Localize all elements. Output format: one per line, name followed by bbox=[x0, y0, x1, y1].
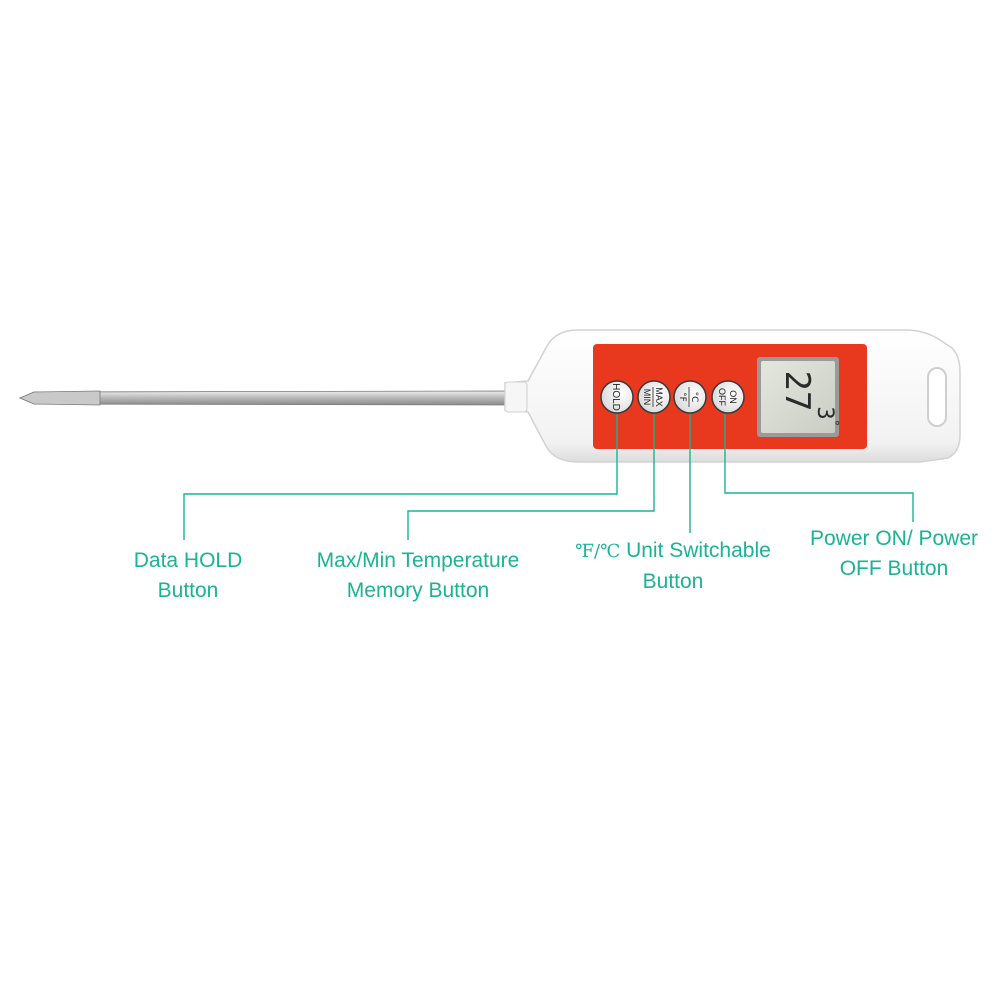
celsius-label: °C bbox=[689, 392, 699, 403]
on-label: ON bbox=[728, 390, 738, 404]
callout-maxmin-line2: Memory Button bbox=[346, 579, 490, 602]
callout-maxmin: Max/Min Temperature Memory Button bbox=[298, 546, 538, 606]
callout-power-line2: OFF Button bbox=[839, 557, 949, 580]
callout-hold: Data HOLD Button bbox=[108, 546, 268, 606]
unit-symbols-text: ℉/℃ bbox=[575, 541, 621, 562]
hang-hole bbox=[927, 367, 947, 427]
hold-button[interactable]: HOLD bbox=[600, 380, 634, 414]
max-label: MAX bbox=[654, 387, 664, 407]
lcd-display: 27 3 ° bbox=[757, 357, 841, 437]
hold-button-label: HOLD bbox=[610, 383, 621, 411]
callout-power-line1: Power ON/ Power bbox=[809, 527, 979, 550]
max-min-button[interactable]: MAX MIN bbox=[637, 380, 671, 414]
min-label: MIN bbox=[642, 389, 652, 406]
unit-switch-button[interactable]: °C °F bbox=[673, 380, 707, 414]
leader-line-hold bbox=[183, 414, 618, 540]
callout-unit-line1: ℉/℃ Unit Switchable bbox=[548, 536, 798, 567]
fahrenheit-label: °F bbox=[677, 392, 687, 402]
probe-collar bbox=[504, 381, 528, 413]
lcd-reading-main: 27 bbox=[777, 371, 817, 412]
leader-line-maxmin bbox=[407, 414, 655, 540]
callout-power: Power ON/ Power OFF Button bbox=[792, 524, 996, 584]
callout-hold-line1: Data HOLD bbox=[133, 549, 243, 572]
off-label: OFF bbox=[717, 388, 727, 406]
callout-unit: ℉/℃ Unit Switchable Button bbox=[548, 536, 798, 597]
callout-unit-line1-text: Unit Switchable bbox=[620, 539, 771, 562]
callout-maxmin-line1: Max/Min Temperature bbox=[316, 549, 520, 572]
callout-hold-line2: Button bbox=[157, 579, 219, 602]
lcd-unit: ° bbox=[827, 420, 841, 426]
lcd-reading-decimal: 3 bbox=[812, 406, 837, 419]
leader-line-power bbox=[724, 414, 914, 522]
leader-lines bbox=[183, 414, 914, 540]
power-button[interactable]: ON OFF bbox=[711, 380, 745, 414]
probe bbox=[18, 390, 506, 406]
callout-unit-line2: Button bbox=[642, 570, 704, 593]
